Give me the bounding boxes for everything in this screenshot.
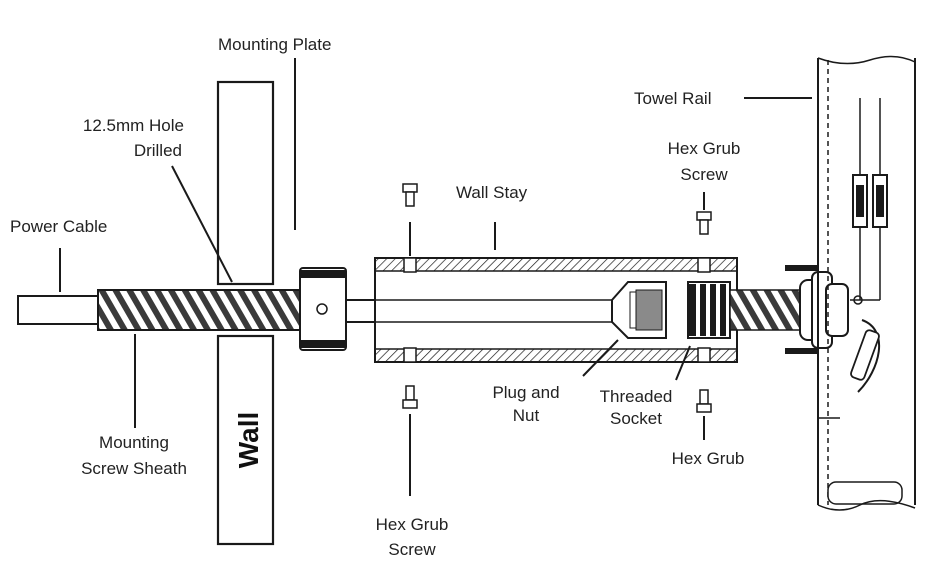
collar-nut xyxy=(299,267,347,351)
hex-grub-screw-left-top xyxy=(402,183,418,256)
label-mounting-plate: Mounting Plate xyxy=(218,35,331,54)
label-hex-grub-top-line2: Screw xyxy=(680,165,728,184)
tube-hole-right-bottom xyxy=(697,347,711,363)
label-mounting-sheath-line1: Mounting xyxy=(99,433,169,452)
hole-leader xyxy=(171,165,233,283)
wall-block: Wall xyxy=(216,334,275,546)
hex-grub-screw-left-bottom xyxy=(402,385,418,496)
tube-hole-right-top xyxy=(697,257,711,273)
power-cable xyxy=(17,248,101,325)
label-hex-grub-right: Hex Grub xyxy=(672,449,745,468)
label-plug-line2: Nut xyxy=(513,406,540,425)
plug-and-nut xyxy=(582,281,667,377)
label-hole-line1: 12.5mm Hole xyxy=(83,116,184,135)
label-mounting-sheath-line2: Screw Sheath xyxy=(81,459,187,478)
label-towel-rail: Towel Rail xyxy=(634,89,711,108)
label-hex-grub-top-line1: Hex Grub xyxy=(668,139,741,158)
tube-hole-left-top xyxy=(403,257,417,273)
mounting-plate xyxy=(216,58,296,286)
label-socket-line1: Threaded xyxy=(600,387,673,406)
wall-label: Wall xyxy=(233,412,264,469)
label-wall-stay: Wall Stay xyxy=(456,183,528,202)
label-hole-line2: Drilled xyxy=(134,141,182,160)
towel-rail xyxy=(744,55,916,511)
label-hex-grub-bottom-line1: Hex Grub xyxy=(376,515,449,534)
tube-hole-left-bottom xyxy=(403,347,417,363)
label-plug-line1: Plug and xyxy=(492,383,559,402)
hex-grub-screw-right-top xyxy=(696,192,712,235)
label-socket-line2: Socket xyxy=(610,409,662,428)
hex-grub-screw-right-bottom xyxy=(696,389,712,440)
label-hex-grub-bottom-line2: Screw xyxy=(388,540,436,559)
threaded-socket xyxy=(675,281,801,381)
label-power-cable: Power Cable xyxy=(10,217,107,236)
wall-stay-tube xyxy=(374,222,738,363)
